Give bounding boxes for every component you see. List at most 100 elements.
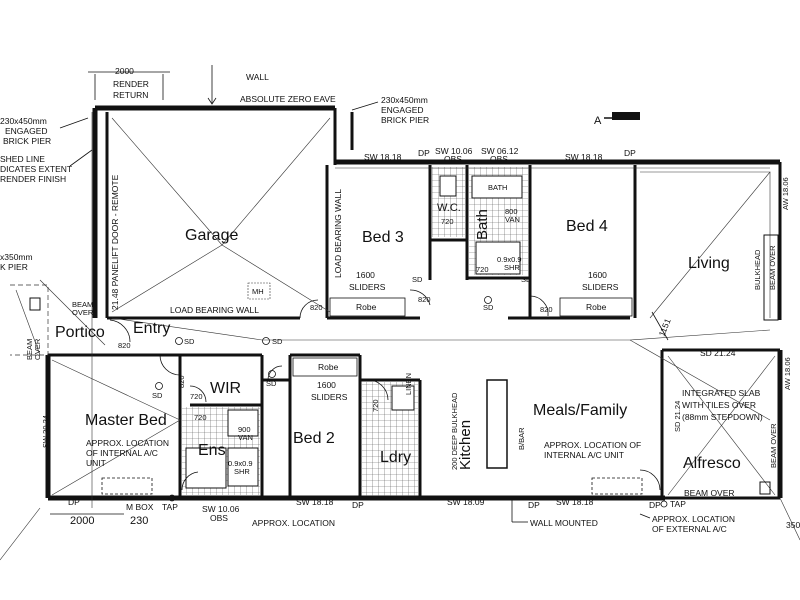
dim-230-bot: 230 [130, 515, 148, 527]
sw-top-2: SW 10.06 [435, 146, 473, 156]
van-900: 900 [238, 425, 251, 434]
sd-5: SD [272, 337, 283, 346]
dim-820-entry: 820 [118, 341, 131, 350]
sd-6: SD [152, 391, 163, 400]
dim-820-garage: 820 [310, 303, 323, 312]
load-bearing-wall-h: LOAD BEARING WALL [170, 305, 259, 315]
sliders-bed3-a: 1600 [356, 270, 375, 280]
aw-top: AW 18.06 [781, 177, 790, 210]
robe-bed2: Robe [318, 362, 339, 372]
obs-bot: OBS [210, 513, 228, 523]
van-800b: VAN [505, 215, 520, 224]
pier-size-left: 230x450mm [0, 116, 47, 126]
room-wir: WIR [210, 380, 241, 397]
engaged-left: ENGAGED [5, 126, 48, 136]
sliders-bed4-a: 1600 [588, 270, 607, 280]
bbar-label: B/BAR [517, 427, 526, 450]
sliders-bed4-b: SLIDERS [582, 282, 619, 292]
linen-label: LINEN [404, 373, 413, 395]
sd-1: SD [412, 275, 423, 284]
lower-annotations: SD 21.24 AW 18.06 SD 21.24 INTEGRATED SL… [41, 337, 800, 534]
bulkhead-label: BULKHEAD [753, 249, 762, 290]
dp-bot-1: DP [352, 500, 364, 510]
sliders-bed2-b: SLIDERS [311, 392, 348, 402]
bath-label: BATH [488, 183, 507, 192]
approx-ac-2a: APPROX. LOCATION OF [544, 440, 641, 450]
room-ens: Ens [198, 442, 226, 459]
dp-bot-2: DP [528, 500, 540, 510]
sw-alfresco: SD 21.24 [700, 348, 736, 358]
dim-720-bath: 720 [476, 265, 489, 274]
dim-720-ens: 720 [194, 413, 207, 422]
sliders-bed3-b: SLIDERS [349, 282, 386, 292]
sd-4: SD [184, 337, 195, 346]
upper-annotations: SW 18.18 DP SW 10.06 OBS SW 06.12 OBS SW… [25, 146, 790, 360]
sw-top-1: SW 18.18 [364, 152, 402, 162]
pier-left2b: K PIER [0, 262, 28, 272]
pier-size-top: 230x450mm [381, 95, 428, 105]
mh-label: MH [252, 287, 264, 296]
door-swings [109, 289, 661, 491]
sd-7: SD [266, 379, 277, 388]
render-return-dim: 2000 [115, 66, 134, 76]
engaged-top: ENGAGED [381, 105, 424, 115]
integrated-slab-1: INTEGRATED SLAB [682, 388, 761, 398]
brick-pier-left: BRICK PIER [3, 136, 51, 146]
sw-bot-1: SW 10.06 [202, 504, 240, 514]
render-label: RENDER [113, 79, 149, 89]
room-entry: Entry [133, 320, 170, 337]
return-label: RETURN [113, 90, 148, 100]
room-ldry: Ldry [380, 449, 411, 466]
room-labels: Garage Bed 3 W.C. Bath Bed 4 Living Port… [55, 202, 741, 472]
dp-1: DP [418, 148, 430, 158]
shed-line-label: SHED LINE [0, 154, 45, 164]
sd-alfresco: SD 21.24 [673, 401, 682, 432]
beam-over-2b: OVER [33, 338, 42, 360]
beam-over-1: BEAM [72, 300, 93, 309]
dim-820-a: 820 [177, 375, 186, 388]
roof-lines [0, 112, 800, 561]
obs-2: OBS [490, 154, 508, 164]
tap-1: TAP [162, 502, 178, 512]
room-bed2: Bed 2 [293, 430, 335, 447]
bulkhead-200: 200 DEEP BULKHEAD [450, 392, 459, 470]
sw-top-4: SW 18.18 [565, 152, 603, 162]
panelift-label: 21.48 PANELIFT DOOR - REMOTE [110, 174, 120, 310]
room-portico: Portico [55, 324, 105, 341]
dp-2: DP [624, 148, 636, 158]
dim-720-wc: 720 [441, 217, 454, 226]
absolute-zero-eave-label: ABSOLUTE ZERO EAVE [240, 94, 336, 104]
room-garage: Garage [185, 227, 238, 244]
beam-over-right: BEAM OVER [768, 245, 777, 290]
dp-bot-3: DP [649, 500, 661, 510]
sd-3: SD [483, 303, 494, 312]
wall-label: WALL [246, 72, 269, 82]
shr-bath-b: SHR [504, 263, 520, 272]
wet-areas [182, 167, 528, 496]
shr-ens: 0.9x0.9 [228, 459, 253, 468]
brick-pier-top: BRICK PIER [381, 115, 429, 125]
integrated-slab-2: WITH TILES OVER [682, 400, 756, 410]
room-wc: W.C. [437, 202, 461, 214]
load-bearing-wall-v: LOAD BEARING WALL [333, 189, 343, 278]
render-finish-label: RENDER FINISH [0, 174, 66, 184]
tap-2: TAP [670, 499, 686, 509]
beam-over-2: BEAM [25, 339, 34, 360]
room-bath: Bath [474, 209, 491, 240]
room-master-bed: Master Bed [85, 412, 167, 429]
sw-left: SW 20.24 [41, 415, 50, 448]
dim-720-wir: 720 [190, 392, 203, 401]
sliders-bed2-a: 1600 [317, 380, 336, 390]
m-box: M BOX [126, 502, 154, 512]
sw-bot-4: SW 18.18 [556, 497, 594, 507]
dim-350: 350 [786, 520, 800, 530]
dim-2000-bot: 2000 [70, 515, 94, 527]
integrated-slab-3: (88mm STEPDOWN) [682, 412, 763, 422]
approx-ac-1b: OF INTERNAL A/C [86, 448, 158, 458]
dim-820-bed3: 820 [418, 295, 431, 304]
approx-ac-2b: INTERNAL A/C UNIT [544, 450, 624, 460]
robe-bed3: Robe [356, 302, 377, 312]
shr-ens-b: SHR [234, 467, 250, 476]
dp-left: DP [68, 497, 80, 507]
